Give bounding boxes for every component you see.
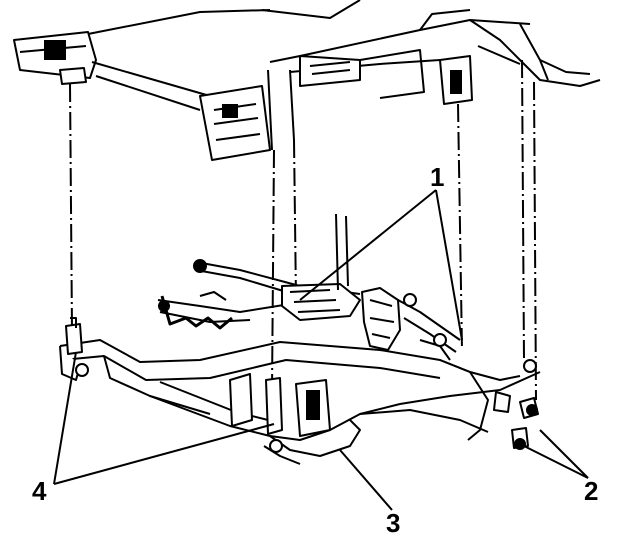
leader-1a (299, 189, 437, 301)
steering-suspension-assembly (157, 213, 461, 361)
leader-4b (53, 423, 275, 485)
leader-1b (435, 189, 463, 341)
leader-3 (339, 449, 393, 511)
leader-lines (53, 189, 589, 511)
callout-4: 4 (32, 476, 47, 506)
vehicle-body-underside (13, 0, 601, 161)
alignment-lines (69, 59, 537, 401)
callout-2: 2 (584, 476, 598, 506)
leader-4a (53, 351, 77, 485)
crossmember-frame (59, 317, 541, 465)
leader-2b (523, 445, 589, 479)
callout-3: 3 (386, 508, 400, 536)
leader-2a (539, 429, 589, 479)
callout-1: 1 (430, 162, 444, 192)
